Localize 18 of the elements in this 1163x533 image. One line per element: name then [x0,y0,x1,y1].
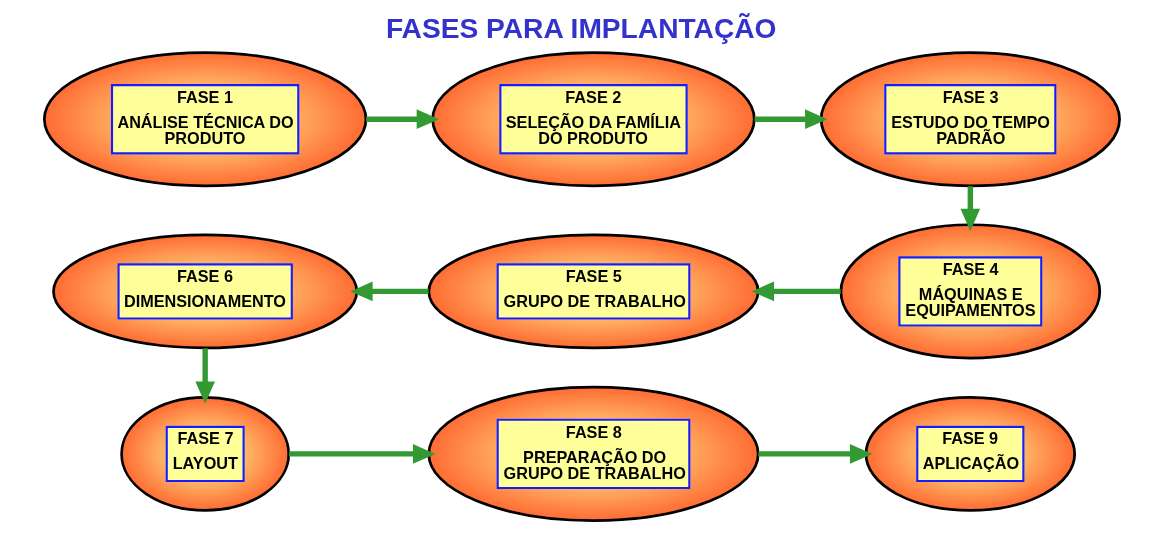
node-ellipse: FASE 1 ANÁLISE TÉCNICA DO PRODUTO [42,51,367,188]
node-ellipse: FASE 5 GRUPO DE TRABALHO [426,233,760,350]
node-ellipse: FASE 6 DIMENSIONAMENTO [51,233,358,350]
node-ellipse: FASE 4 MÁQUINAS E EQUIPAMENTOS [839,223,1101,360]
node-ellipse: FASE 3 ESTUDO DO TEMPO PADRÃO [819,51,1121,188]
node-ellipse: FASE 7 LAYOUT [119,396,290,512]
node-ellipse: FASE 8 PREPARAÇÃO DO GRUPO DE TRABALHO [426,385,760,522]
node-ellipse: FASE 9 APLICAÇÃO [864,396,1076,512]
arrow [288,444,435,464]
node-ellipse: FASE 2 SELEÇÃO DA FAMÍLIA DO PRODUTO [430,51,756,188]
arrow [960,186,980,232]
arrow [365,109,439,130]
arrow [194,348,215,404]
arrow [754,109,828,130]
arrow [751,281,841,302]
arrow [757,444,872,464]
diagram-title: FASES PARA IMPLANTAÇÃO [385,13,777,45]
arrow [349,281,429,302]
